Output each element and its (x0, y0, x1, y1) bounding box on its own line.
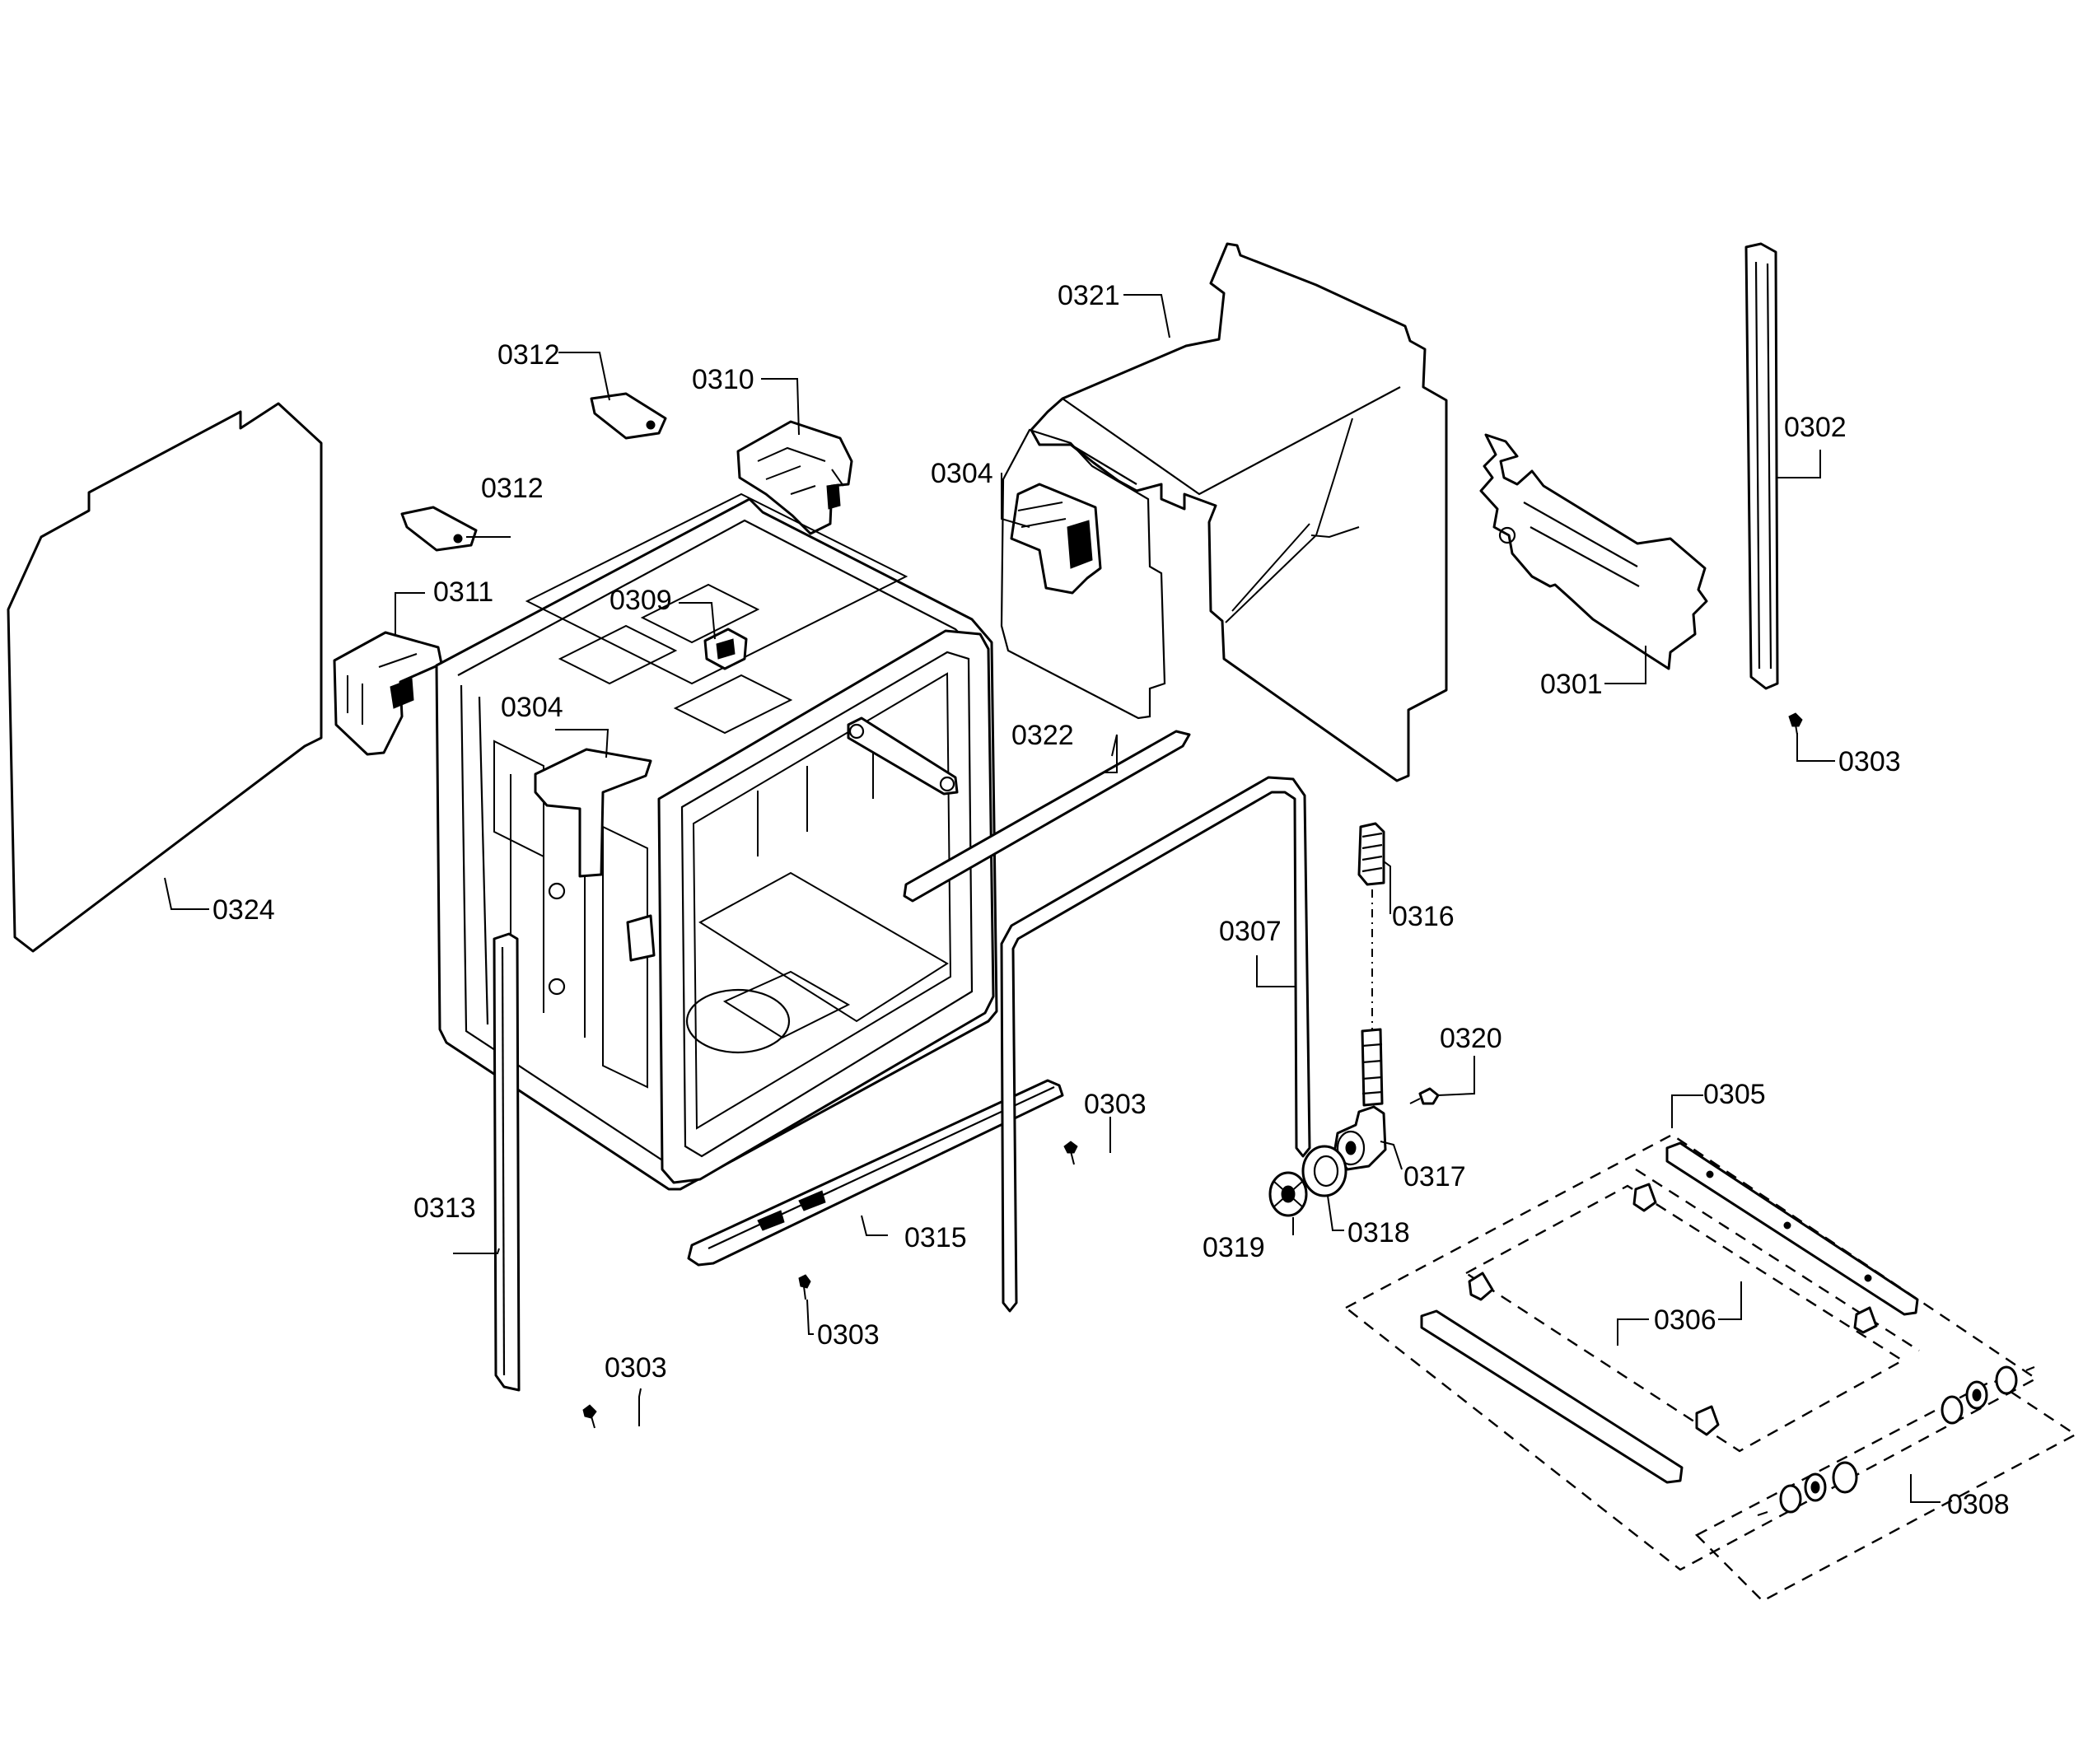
callout-0304-upper: 0304 (931, 458, 993, 489)
screw-right-upper[interactable] (1788, 712, 1803, 735)
locking-nut[interactable] (1268, 1171, 1308, 1217)
base-kit-outline (1343, 1133, 2078, 1603)
side-insulation-panel[interactable] (7, 402, 323, 953)
callout-0304-lower: 0304 (501, 692, 563, 723)
callout-0321: 0321 (1058, 280, 1120, 311)
right-side-rail[interactable] (1744, 242, 1779, 690)
callout-0307: 0307 (1219, 916, 1282, 947)
callout-0303-bottom-center: 0303 (817, 1319, 880, 1351)
callout-0303-right: 0303 (1838, 746, 1901, 777)
top-clip-lower[interactable] (400, 506, 478, 552)
callout-0317: 0317 (1403, 1161, 1466, 1192)
top-clip-upper[interactable] (590, 392, 667, 440)
front-base-rail[interactable] (1420, 1309, 1684, 1484)
callout-0303-bottom-left: 0303 (605, 1352, 667, 1384)
callout-0318: 0318 (1347, 1217, 1410, 1248)
screw-center[interactable] (1063, 1141, 1078, 1165)
left-side-rail[interactable] (493, 932, 521, 1392)
drain-hose[interactable] (1357, 822, 1385, 1107)
sealing-ring[interactable] (1301, 1145, 1347, 1197)
rear-base-rail[interactable] (1665, 1141, 1919, 1316)
wheel-set[interactable] (1757, 1365, 2035, 1517)
callout-labels: 0324 0312 0312 0310 0311 0309 0304 0304 … (213, 280, 2010, 1520)
callout-0315: 0315 (904, 1222, 967, 1253)
callout-0311: 0311 (433, 576, 493, 608)
callout-0303-center: 0303 (1084, 1089, 1147, 1120)
callout-0310: 0310 (692, 364, 754, 395)
top-insulation-panel[interactable] (1000, 242, 1448, 782)
rear-corner-bracket[interactable] (1010, 483, 1102, 595)
callout-0319: 0319 (1203, 1232, 1265, 1263)
callout-0309: 0309 (609, 585, 672, 616)
screw-bottom-center[interactable] (798, 1274, 811, 1300)
callout-0320: 0320 (1440, 1023, 1502, 1054)
callout-0305: 0305 (1703, 1079, 1766, 1110)
rear-wall-insulation[interactable] (1479, 433, 1708, 670)
drain-screw[interactable] (1409, 1087, 1440, 1105)
dishwasher-tub[interactable] (435, 492, 998, 1191)
callout-0316: 0316 (1392, 901, 1455, 932)
front-trim-strip[interactable] (903, 730, 1191, 903)
leader-lines (164, 294, 1941, 1503)
callout-0301: 0301 (1540, 669, 1603, 700)
callout-0313: 0313 (413, 1192, 476, 1224)
drain-fitting[interactable] (1333, 1105, 1387, 1171)
callout-0308: 0308 (1947, 1489, 2010, 1520)
side-mounting-bracket[interactable] (333, 631, 443, 756)
callout-0312-lower: 0312 (481, 473, 544, 504)
leveling-feet[interactable] (1468, 1183, 1878, 1436)
callout-0322: 0322 (1011, 720, 1074, 751)
upper-mounting-bracket[interactable] (736, 420, 853, 535)
base-front-strip[interactable] (687, 1079, 1064, 1267)
screw-bottom-left[interactable] (582, 1404, 597, 1429)
callout-0312-upper: 0312 (497, 339, 560, 371)
door-gasket[interactable] (1000, 776, 1311, 1313)
callout-0306: 0306 (1654, 1304, 1716, 1336)
callout-0324: 0324 (213, 894, 275, 926)
callout-0302: 0302 (1784, 412, 1847, 443)
